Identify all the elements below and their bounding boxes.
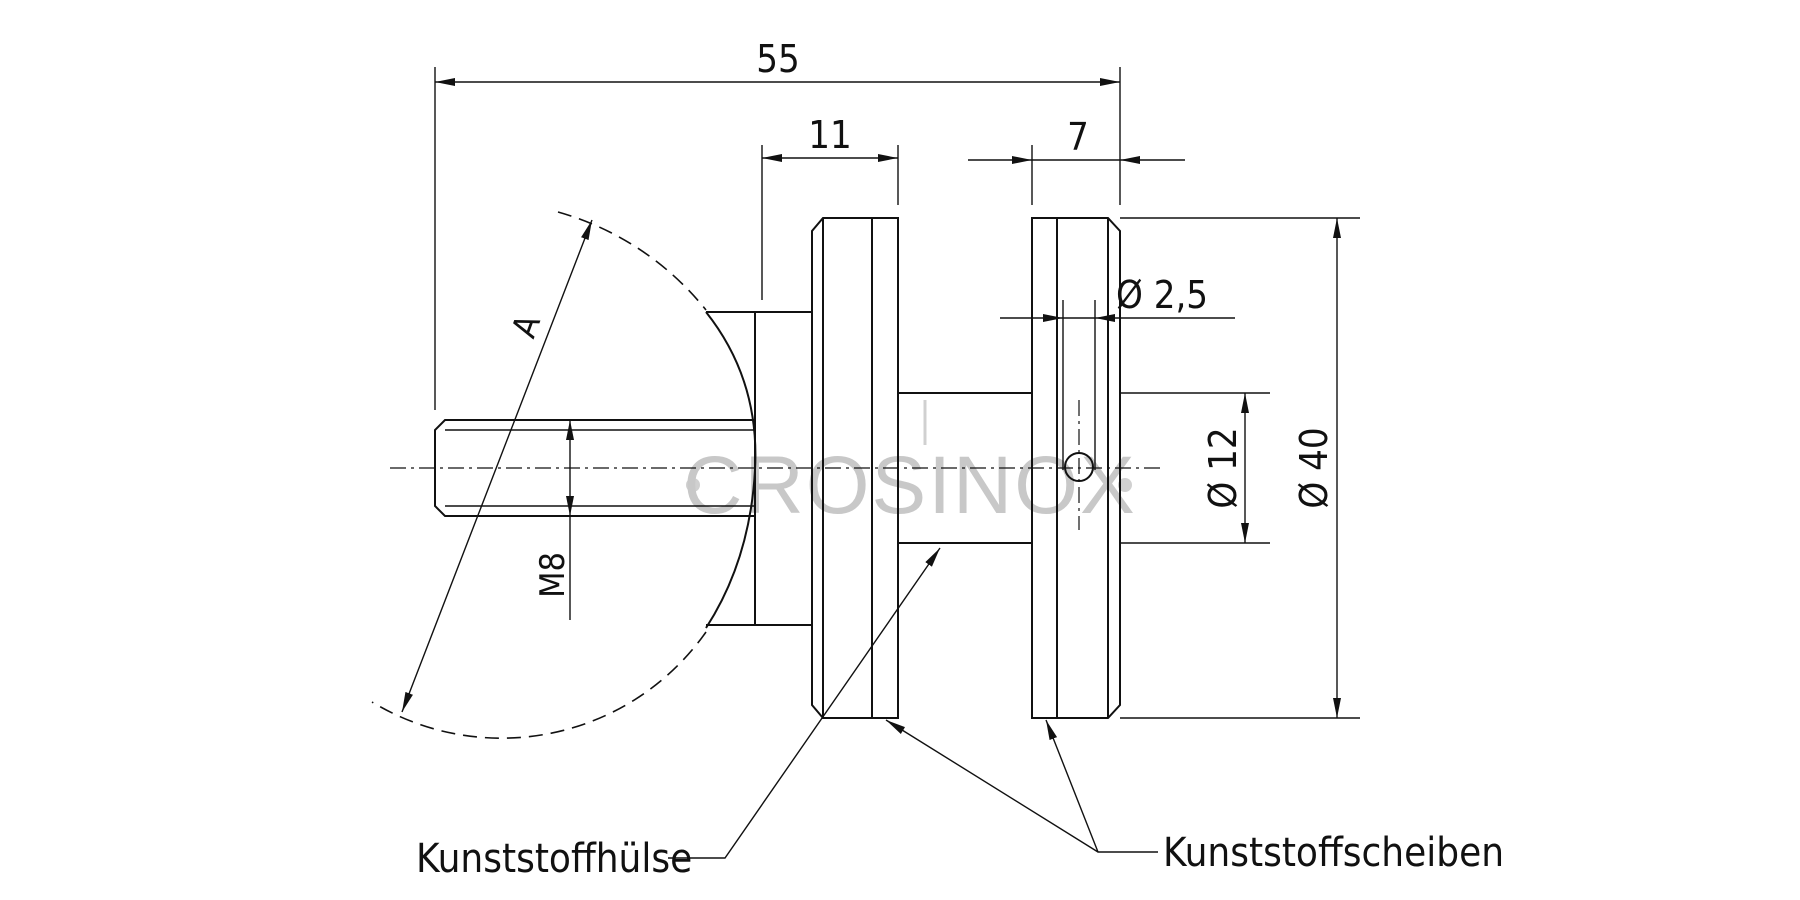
discs-label: Kunststoffscheiben [1163, 830, 1504, 876]
threaded-bolt [434, 419, 755, 517]
shaft-diameter-label: Ø 12 [1201, 427, 1245, 508]
sleeve-length-label: 11 [808, 113, 852, 157]
radius-arc-lower [371, 631, 707, 739]
disc-diameter-label: Ø 40 [1292, 427, 1336, 508]
radius-label: A [504, 309, 549, 342]
discs-leader [885, 719, 1158, 853]
plastic-sleeve [706, 311, 812, 626]
left-disc [811, 217, 899, 719]
disc-thickness-label: 7 [1067, 115, 1089, 159]
sleeve-leader [668, 547, 941, 859]
hole-diameter-label: Ø 2,5 [1116, 273, 1208, 317]
watermark: CROSINOX [683, 400, 1136, 531]
right-disc [1031, 217, 1121, 719]
extension-lines [434, 67, 1360, 719]
thread-label: M8 [533, 552, 573, 598]
watermark-text: CROSINOX [683, 440, 1136, 531]
shaft [898, 392, 1032, 544]
radius-arc [557, 211, 707, 311]
overall-length-label: 55 [756, 37, 800, 81]
sleeve-label: Kunststoffhülse [416, 836, 692, 882]
radius-dimension-line [401, 219, 593, 713]
